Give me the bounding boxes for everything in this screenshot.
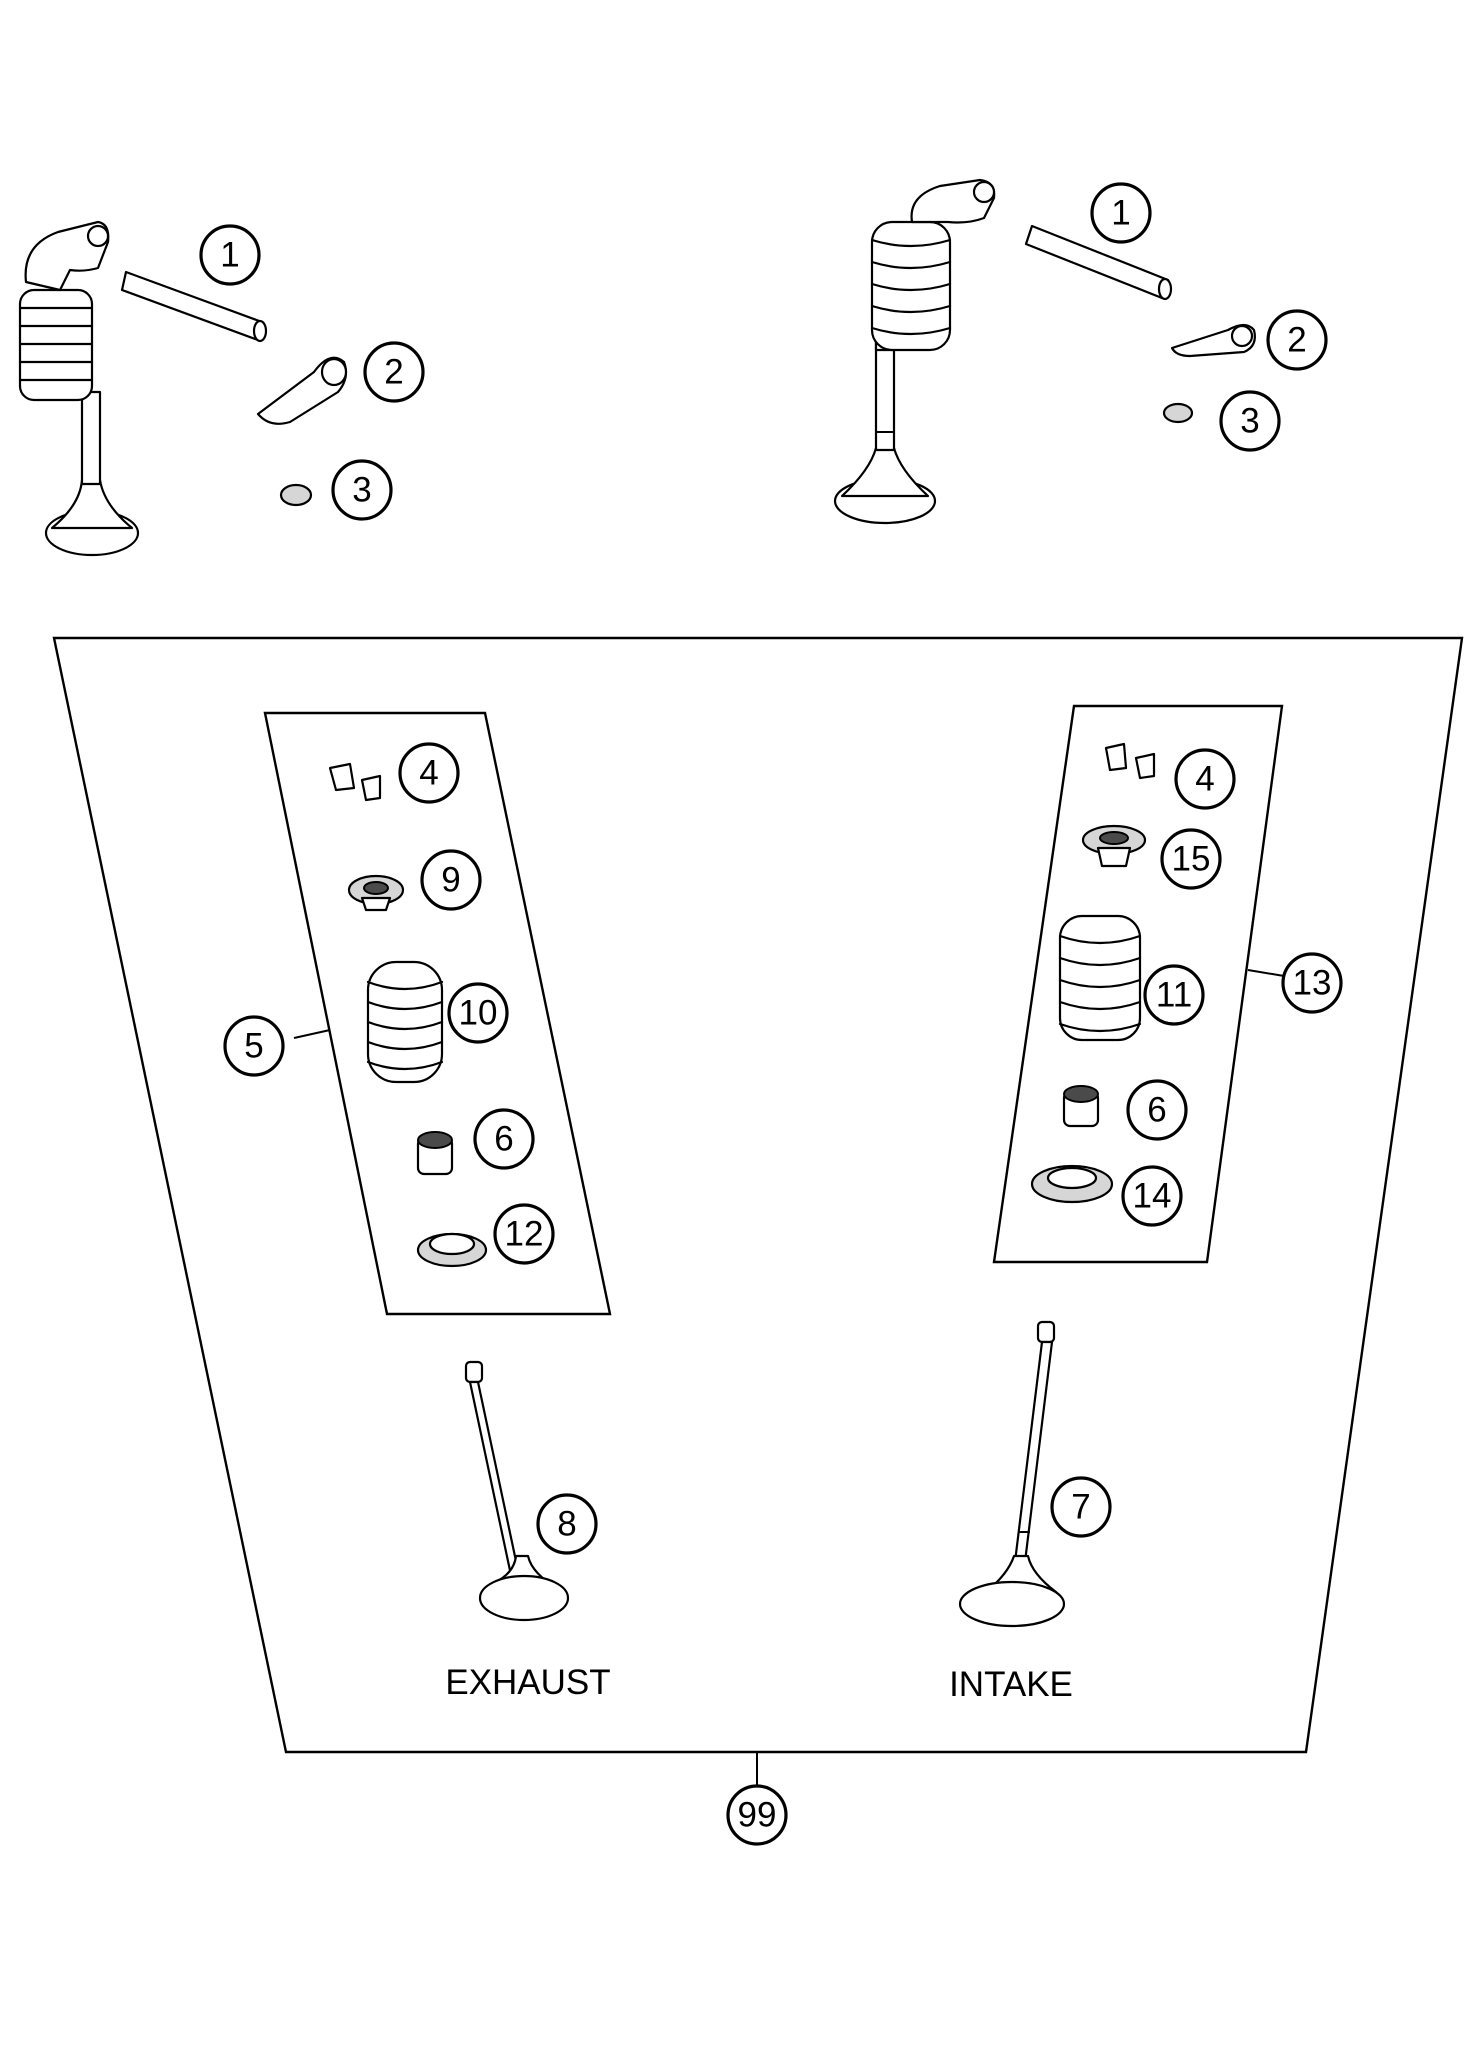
valve-spring-exhaust-illustration xyxy=(366,960,444,1084)
callout-2-right[interactable]: 2 xyxy=(1266,309,1328,371)
callout-14[interactable]: 14 xyxy=(1121,1165,1183,1227)
callout-1-right-number: 1 xyxy=(1111,194,1130,233)
callout-1-left-number: 1 xyxy=(220,236,239,275)
valve-stem-seal-exhaust-illustration xyxy=(416,1131,454,1176)
callout-15[interactable]: 15 xyxy=(1160,828,1222,890)
valve-stem-seal-intake-illustration xyxy=(1062,1085,1100,1128)
callout-1-right[interactable]: 1 xyxy=(1090,182,1152,244)
intake-parts-panel xyxy=(992,704,1284,1264)
callout-6-left-number: 6 xyxy=(494,1120,513,1159)
rocker-shaft-left-illustration xyxy=(120,270,268,343)
callout-11-number: 11 xyxy=(1156,976,1192,1015)
callout-12[interactable]: 12 xyxy=(493,1203,555,1265)
callout-11[interactable]: 11 xyxy=(1143,964,1205,1026)
callout-2-left[interactable]: 2 xyxy=(363,341,425,403)
exhaust-label: EXHAUST xyxy=(445,1663,610,1702)
callout-5-number: 5 xyxy=(244,1027,263,1066)
callout-3-left[interactable]: 3 xyxy=(331,459,393,521)
intake-valve-illustration xyxy=(958,1320,1066,1628)
callout-3-right-number: 3 xyxy=(1240,402,1259,441)
callout-4-right-number: 4 xyxy=(1195,760,1214,799)
intake-valve-assembly-illustration xyxy=(833,178,996,525)
callout-10-number: 10 xyxy=(459,994,498,1033)
valve-cotters-intake-illustration xyxy=(1104,742,1156,780)
callout-2-right-number: 2 xyxy=(1287,321,1306,360)
callout-9-number: 9 xyxy=(441,861,460,900)
callout-15-number: 15 xyxy=(1172,840,1211,879)
rocker-arm-left-illustration xyxy=(256,356,348,425)
callout-6-right[interactable]: 6 xyxy=(1126,1079,1188,1141)
callout-1-left[interactable]: 1 xyxy=(199,224,261,286)
callout-3-left-number: 3 xyxy=(352,471,371,510)
valve-shim-left-illustration xyxy=(279,483,313,507)
callout-6-left[interactable]: 6 xyxy=(473,1108,535,1170)
callout-8[interactable]: 8 xyxy=(536,1493,598,1555)
callout-4-right[interactable]: 4 xyxy=(1174,748,1236,810)
exhaust-valve-illustration xyxy=(464,1360,570,1622)
spring-seat-intake-illustration xyxy=(1030,1164,1114,1204)
valve-spring-intake-illustration xyxy=(1058,914,1142,1042)
callout-10[interactable]: 10 xyxy=(447,982,509,1044)
callout-13-number: 13 xyxy=(1293,964,1332,1003)
valve-shim-right-illustration xyxy=(1162,402,1194,424)
callout-99-number: 99 xyxy=(738,1796,777,1835)
rocker-arm-right-illustration xyxy=(1170,323,1256,358)
callout-4-left[interactable]: 4 xyxy=(398,742,460,804)
callout-5[interactable]: 5 xyxy=(223,1015,285,1077)
callout-6-right-number: 6 xyxy=(1147,1091,1166,1130)
rocker-shaft-right-illustration xyxy=(1024,224,1173,301)
spring-seat-exhaust-illustration xyxy=(416,1232,488,1268)
callout-13[interactable]: 13 xyxy=(1281,952,1343,1014)
exhaust-valve-assembly-illustration xyxy=(18,220,140,557)
callout-9[interactable]: 9 xyxy=(420,849,482,911)
callout-7[interactable]: 7 xyxy=(1050,1476,1112,1538)
exhaust-parts-panel xyxy=(263,711,612,1316)
callout-4-left-number: 4 xyxy=(419,754,438,793)
callout-2-left-number: 2 xyxy=(384,353,403,392)
spring-retainer-exhaust-illustration xyxy=(347,874,405,912)
callout-7-number: 7 xyxy=(1071,1488,1090,1527)
intake-label: INTAKE xyxy=(949,1665,1073,1704)
callout-8-number: 8 xyxy=(557,1505,576,1544)
callout-12-number: 12 xyxy=(505,1215,544,1254)
callout-99[interactable]: 99 xyxy=(726,1784,788,1846)
spring-retainer-intake-illustration xyxy=(1081,824,1147,868)
valve-cotters-exhaust-illustration xyxy=(328,762,382,802)
repair-kit-frame xyxy=(52,636,1464,1754)
callout-14-number: 14 xyxy=(1133,1177,1172,1216)
callout-3-right[interactable]: 3 xyxy=(1219,390,1281,452)
